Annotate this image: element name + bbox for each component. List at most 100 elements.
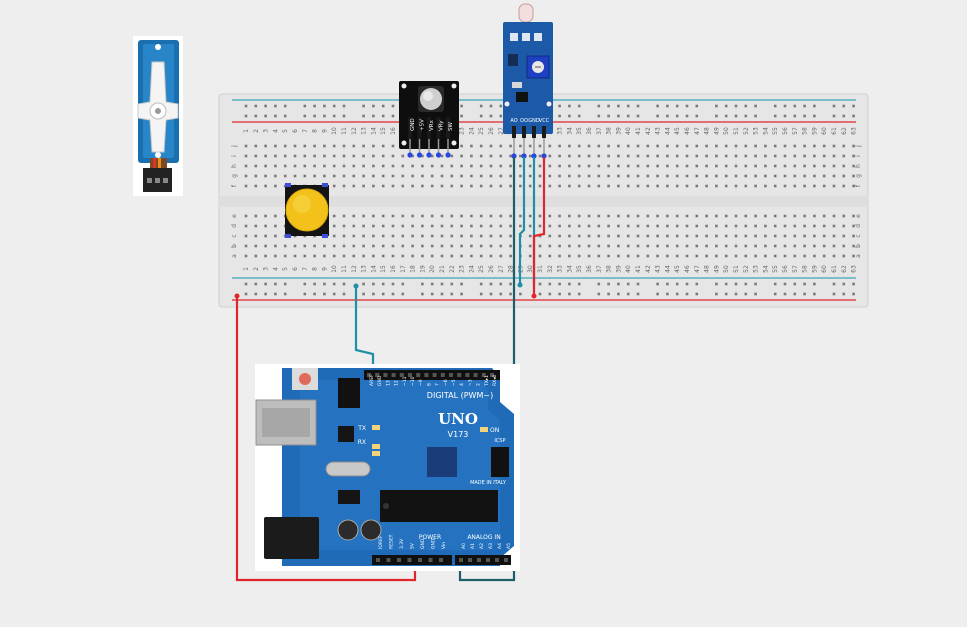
rail-hole[interactable]	[342, 114, 346, 118]
rail-hole[interactable]	[724, 282, 728, 286]
breadboard-hole[interactable]	[401, 224, 405, 228]
breadboard-hole[interactable]	[803, 154, 806, 158]
breadboard-hole[interactable]	[793, 154, 797, 158]
rail-hole[interactable]	[381, 104, 385, 108]
breadboard-hole[interactable]	[391, 174, 395, 178]
rail-hole[interactable]	[303, 292, 307, 296]
breadboard-hole[interactable]	[715, 234, 718, 238]
breadboard-hole[interactable]	[519, 154, 522, 158]
breadboard-hole[interactable]	[626, 174, 630, 178]
breadboard-hole[interactable]	[587, 174, 591, 178]
rail-hole[interactable]	[283, 104, 287, 108]
breadboard-hole[interactable]	[587, 234, 591, 238]
breadboard-hole[interactable]	[411, 164, 414, 168]
breadboard-hole[interactable]	[685, 174, 689, 178]
breadboard-hole[interactable]	[391, 154, 395, 158]
breadboard-hole[interactable]	[724, 224, 728, 228]
rail-hole[interactable]	[685, 282, 689, 286]
breadboard-hole[interactable]	[666, 254, 669, 258]
rail-hole[interactable]	[440, 282, 444, 286]
breadboard-hole[interactable]	[460, 244, 463, 248]
breadboard-hole[interactable]	[401, 244, 405, 248]
breadboard-hole[interactable]	[577, 184, 581, 188]
rail-hole[interactable]	[303, 114, 307, 118]
breadboard-hole[interactable]	[450, 224, 454, 228]
breadboard-hole[interactable]	[636, 174, 640, 178]
breadboard-hole[interactable]	[822, 164, 826, 168]
breadboard-hole[interactable]	[479, 174, 483, 178]
breadboard-hole[interactable]	[587, 154, 591, 158]
breadboard-hole[interactable]	[372, 244, 375, 248]
breadboard-hole[interactable]	[773, 224, 777, 228]
rail-hole[interactable]	[342, 292, 346, 296]
breadboard-hole[interactable]	[626, 164, 630, 168]
breadboard-hole[interactable]	[617, 164, 620, 168]
breadboard-hole[interactable]	[470, 184, 473, 188]
breadboard-hole[interactable]	[274, 254, 277, 258]
rail-hole[interactable]	[675, 282, 679, 286]
breadboard-hole[interactable]	[813, 154, 816, 158]
breadboard-hole[interactable]	[666, 234, 669, 238]
breadboard-hole[interactable]	[430, 174, 434, 178]
rail-hole[interactable]	[577, 282, 581, 286]
breadboard-hole[interactable]	[813, 164, 816, 168]
rail-hole[interactable]	[460, 114, 463, 118]
breadboard-hole[interactable]	[352, 224, 356, 228]
breadboard-hole[interactable]	[440, 214, 444, 218]
breadboard-hole[interactable]	[754, 254, 757, 258]
breadboard-hole[interactable]	[832, 144, 836, 148]
breadboard-hole[interactable]	[813, 254, 816, 258]
breadboard-hole[interactable]	[744, 144, 748, 148]
breadboard-hole[interactable]	[577, 154, 581, 158]
breadboard-hole[interactable]	[607, 184, 610, 188]
breadboard-hole[interactable]	[283, 254, 287, 258]
breadboard-hole[interactable]	[754, 144, 757, 148]
breadboard-hole[interactable]	[734, 144, 738, 148]
rail-hole[interactable]	[803, 292, 806, 296]
breadboard-hole[interactable]	[626, 234, 630, 238]
breadboard-hole[interactable]	[274, 214, 277, 218]
breadboard-hole[interactable]	[783, 214, 787, 218]
breadboard-hole[interactable]	[832, 174, 836, 178]
breadboard-hole[interactable]	[636, 154, 640, 158]
rail-hole[interactable]	[264, 292, 267, 296]
breadboard-hole[interactable]	[264, 144, 267, 148]
breadboard-hole[interactable]	[744, 224, 748, 228]
breadboard-hole[interactable]	[734, 254, 738, 258]
breadboard-hole[interactable]	[440, 174, 444, 178]
breadboard-hole[interactable]	[342, 254, 346, 258]
breadboard-hole[interactable]	[715, 174, 718, 178]
analog-pin-socket[interactable]	[495, 558, 499, 562]
breadboard-hole[interactable]	[362, 144, 365, 148]
breadboard-hole[interactable]	[675, 254, 679, 258]
rail-hole[interactable]	[499, 104, 503, 108]
digital-pin-socket[interactable]	[449, 373, 453, 377]
breadboard-hole[interactable]	[705, 154, 708, 158]
breadboard-hole[interactable]	[548, 254, 552, 258]
breadboard-hole[interactable]	[568, 224, 571, 228]
rail-hole[interactable]	[264, 104, 267, 108]
breadboard-hole[interactable]	[538, 254, 542, 258]
rail-hole[interactable]	[724, 292, 728, 296]
rail-hole[interactable]	[342, 104, 346, 108]
breadboard-hole[interactable]	[626, 244, 630, 248]
breadboard-hole[interactable]	[460, 174, 463, 178]
rail-hole[interactable]	[803, 104, 806, 108]
rail-hole[interactable]	[381, 114, 385, 118]
breadboard-hole[interactable]	[744, 214, 748, 218]
breadboard-hole[interactable]	[764, 234, 767, 238]
breadboard-hole[interactable]	[411, 254, 414, 258]
breadboard-hole[interactable]	[362, 154, 365, 158]
breadboard-hole[interactable]	[548, 224, 552, 228]
breadboard-hole[interactable]	[587, 164, 591, 168]
breadboard-hole[interactable]	[783, 224, 787, 228]
breadboard-hole[interactable]	[499, 214, 503, 218]
analog-pin-socket[interactable]	[468, 558, 472, 562]
breadboard-hole[interactable]	[401, 154, 405, 158]
rail-hole[interactable]	[499, 282, 503, 286]
breadboard-hole[interactable]	[460, 164, 463, 168]
breadboard-hole[interactable]	[646, 184, 650, 188]
breadboard-hole[interactable]	[734, 234, 738, 238]
breadboard-hole[interactable]	[391, 234, 395, 238]
breadboard-hole[interactable]	[577, 144, 581, 148]
